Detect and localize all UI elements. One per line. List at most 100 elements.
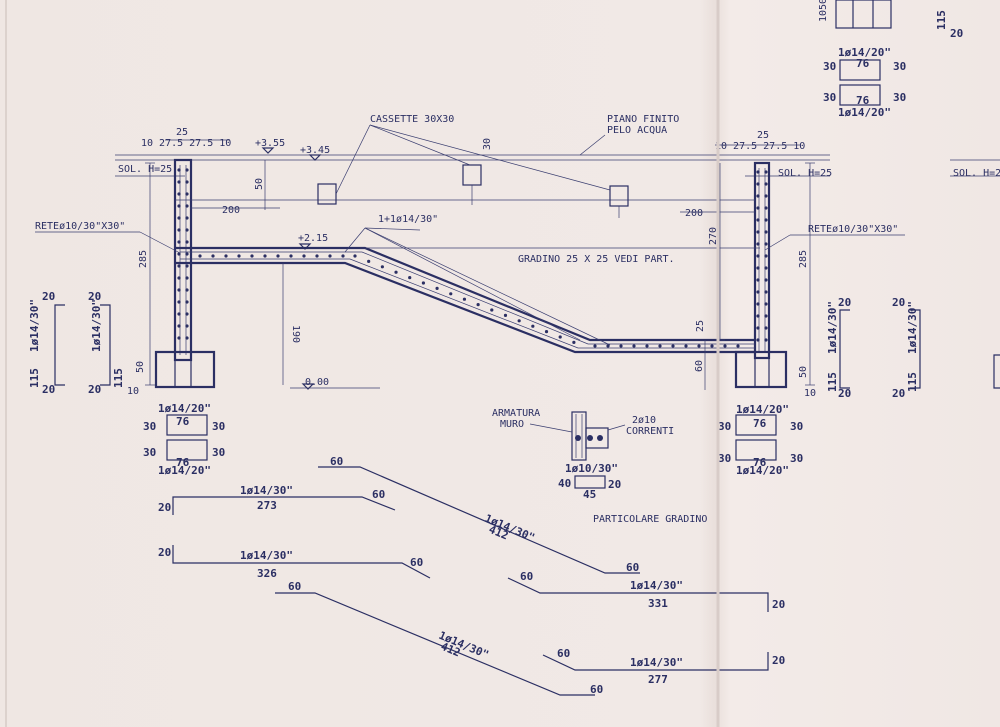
rebar-dot (710, 344, 714, 348)
stirrup-height-left: 30 (718, 452, 731, 465)
rebar-dot (177, 168, 181, 172)
rebar-dot (736, 344, 740, 348)
rebar-dot (421, 281, 425, 285)
stirrup-height-left: 30 (143, 446, 156, 459)
correnti-label: CORRENTI (626, 426, 674, 437)
rebar-dot (198, 254, 202, 258)
sol-far-label: SOL. H=2 (953, 168, 1000, 179)
rebar-dot (764, 206, 768, 210)
rebar-dot (517, 319, 521, 323)
rebar-dot (185, 180, 189, 184)
rebar-dot (756, 182, 760, 186)
stirrup-height-right: 30 (790, 452, 803, 465)
dim-200-left: 200 (222, 205, 240, 216)
stirrup-width-bottom: 76 (753, 456, 767, 469)
rebar-dot (764, 254, 768, 258)
stirrup-label-top: 1ø14/20" (736, 403, 789, 416)
rebar-dot (756, 218, 760, 222)
rebar-dot (185, 324, 189, 328)
rebar-dot (619, 344, 623, 348)
rebar-dot (764, 278, 768, 282)
stirrup-height-right: 30 (790, 420, 803, 433)
rebar-dot (367, 259, 371, 263)
stirrup-height-left: 30 (718, 420, 731, 433)
side-bar-bottom: 20 (42, 383, 55, 396)
muro-label: MURO (500, 419, 524, 430)
side-bar-height: 115 (906, 372, 919, 392)
dim-top-right-115: 115 (935, 10, 948, 30)
rebar-dot (177, 288, 181, 292)
stirrup-width: 76 (856, 57, 870, 70)
rebar-dot (177, 264, 181, 268)
stirrup-label-top: 1ø14/20" (838, 46, 891, 59)
rebar-dot (764, 338, 768, 342)
rebar-dot (764, 194, 768, 198)
bar-schedule (172, 466, 769, 696)
dim-top-right-25: 25 (757, 130, 769, 141)
rebar-dot (315, 254, 319, 258)
side-bar-top: 20 (88, 290, 101, 303)
rebar-dot (185, 300, 189, 304)
rebar-dot (224, 254, 228, 258)
side-bar-labels: 20 1ø14/30" 115 20 20 1ø14/30" 115 20 20… (28, 290, 919, 400)
rebar-dot (177, 336, 181, 340)
dim-top-right: 10 27.5 27.5 10 (715, 141, 805, 152)
rebar-dot (756, 194, 760, 198)
left-wall (154, 158, 216, 389)
level-215: +2.15 (298, 233, 328, 244)
rebar-dot (764, 314, 768, 318)
rebar-dot (185, 192, 189, 196)
stirrup-height-right: 30 (212, 420, 225, 433)
bar-hook-left: 60 (330, 455, 343, 468)
rebar-dot (185, 204, 189, 208)
rebar-dot (185, 168, 189, 172)
rebar-dot (177, 252, 181, 256)
armatura-label: ARMATURA (492, 408, 540, 419)
stirrup-labels: 1ø14/20" 76 30 30 30 30 76 1ø14/20" 1ø14… (143, 46, 906, 477)
bar-hook-left: 60 (520, 570, 533, 583)
dim-50-bl: 50 (135, 361, 146, 373)
stirrup-height-right: 30 (893, 91, 906, 104)
rebar-dot (328, 254, 332, 258)
rebar-dot (177, 180, 181, 184)
sol-right-label: SOL. H=25 (778, 168, 832, 179)
stirrup-width-bottom: 76 (176, 456, 190, 469)
rete-right-label: RETEø10/30"X30" (808, 224, 898, 235)
dim-10-br: 10 (804, 388, 816, 399)
cassette-label: CASSETTE 30X30 (370, 114, 454, 125)
cassette-box (317, 183, 337, 205)
piano-finito-label: PIANO FINITO (607, 114, 679, 125)
bar-label: 1ø14/30" (240, 549, 293, 562)
rebar-dot (237, 254, 241, 258)
rebar-dot (593, 344, 597, 348)
side-bar-height: 115 (112, 368, 125, 388)
level-345: +3.45 (300, 145, 330, 156)
rebar-dot (185, 228, 189, 232)
rebar-dot (764, 182, 768, 186)
stirrup-width-bottom: 76 (856, 94, 870, 107)
step-detail-labels: 1ø10/30" 40 45 20 (558, 462, 621, 501)
rebar-dot (490, 308, 494, 312)
stirrup-height-right: 30 (212, 446, 225, 459)
rebar-dot (177, 228, 181, 232)
stirrup-width: 76 (176, 415, 190, 428)
rebar-dot (756, 206, 760, 210)
rebar-dot (764, 170, 768, 174)
rebar-dot (658, 344, 662, 348)
rebar-dot (177, 204, 181, 208)
dim-25: 25 (695, 320, 706, 332)
rebar-dot (544, 330, 549, 334)
rebar-dot (645, 344, 649, 348)
rebar-dot (177, 192, 181, 196)
rebar-dot (764, 242, 768, 246)
rebar-dot (394, 270, 398, 274)
rebar-dot (756, 254, 760, 258)
dim-285-left: 285 (138, 250, 149, 268)
bar-hook-left: 20 (158, 546, 171, 559)
rebar-dot (764, 230, 768, 234)
bar-hook-left: 60 (557, 647, 570, 660)
rebar-dot (503, 313, 508, 317)
bar-length: 331 (648, 597, 668, 610)
